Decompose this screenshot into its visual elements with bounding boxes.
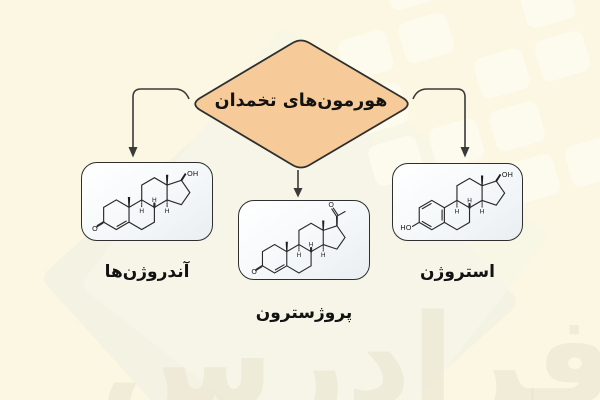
h-label: H <box>165 207 170 215</box>
molecule-estradiol: HO OH H H H <box>400 170 513 232</box>
arrow-middle-head <box>293 188 303 198</box>
atom-label-ho: HO <box>400 223 412 232</box>
watermark-brand-text: فرادرس <box>100 287 600 400</box>
node-progesterone-box: O O H H H <box>238 200 370 280</box>
decision-diamond-shape <box>194 39 409 169</box>
h-label: H <box>139 207 144 215</box>
arrow-left-line <box>132 88 190 147</box>
atom-label-acetyl-o: O <box>328 202 334 209</box>
atom-label-ketone-o: O <box>251 267 257 276</box>
atom-label-oh: OH <box>187 169 198 178</box>
arrow-left-head <box>128 147 138 158</box>
node-label-estrogen: استروژن <box>420 262 495 282</box>
h-label: H <box>309 241 314 248</box>
molecule-progesterone: O O H H H <box>251 202 346 276</box>
molecule-testosterone: O OH H H H <box>92 169 198 233</box>
h-label: H <box>479 208 484 216</box>
node-androgens-box: O OH H H H <box>81 162 213 241</box>
h-label: H <box>454 208 459 216</box>
h-label: H <box>321 252 326 259</box>
atom-label-ketone-o: O <box>92 224 98 233</box>
node-label-progesterone: پروژسترون <box>255 303 353 323</box>
diamond-label: هورمون‌های تخمدان <box>214 91 388 111</box>
arrow-right-line <box>412 88 466 147</box>
atom-label-oh: OH <box>501 170 512 179</box>
h-label: H <box>297 252 302 259</box>
node-estrogen-box: HO OH H H H <box>392 163 523 241</box>
arrow-right-head <box>460 147 470 158</box>
h-label: H <box>467 197 472 205</box>
h-label: H <box>152 196 157 204</box>
node-label-androgens: آندروژن‌ها <box>104 262 190 282</box>
